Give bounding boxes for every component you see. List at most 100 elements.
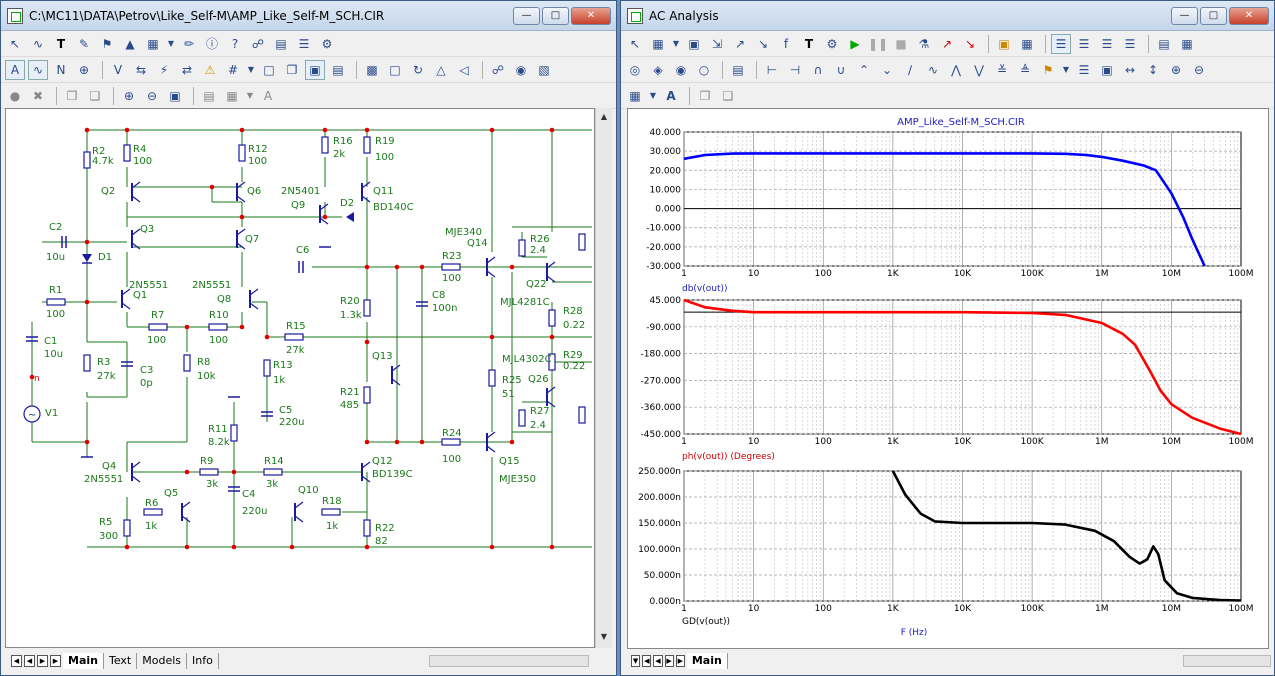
slope-icon[interactable]: ∕ [907, 62, 913, 77]
copy-page-icon[interactable]: ❐ [286, 62, 298, 77]
tag-icon[interactable]: ⚑ [1042, 62, 1054, 77]
high-icon[interactable]: ⌃ [858, 62, 870, 77]
analysis-titlebar[interactable]: AC Analysis — □ ✕ [621, 1, 1274, 31]
zoom-in-icon[interactable]: ⊕ [123, 88, 135, 103]
analysis-select-icon[interactable]: ↖ [629, 36, 641, 51]
binoculars-icon[interactable]: ◉ [515, 62, 527, 77]
peak-icon[interactable]: ◉ [675, 62, 687, 77]
component-icon[interactable]: ▦ [147, 36, 159, 51]
plot-group-4-icon[interactable]: ☰ [1124, 36, 1136, 51]
find-parts-icon[interactable]: ☍ [491, 62, 505, 77]
cursor-left-icon[interactable]: ⊢ [766, 62, 778, 77]
peak-find-icon[interactable]: ∩ [813, 62, 823, 77]
scale-y-icon[interactable]: ↘ [757, 36, 769, 51]
voltage-display-icon[interactable]: V [113, 62, 123, 77]
properties-icon[interactable]: ▤ [275, 36, 287, 51]
border-icon[interactable]: ▣ [305, 59, 325, 80]
analysis-maximize-button[interactable]: □ [1200, 6, 1227, 25]
pencil-icon[interactable]: ✏ [183, 36, 195, 51]
frame-icon[interactable]: ▣ [998, 36, 1010, 51]
step-icon[interactable]: ⚗ [918, 36, 930, 51]
scroll-up-icon[interactable]: ▲ [600, 112, 608, 121]
info-pin-icon[interactable]: ▲ [125, 36, 135, 51]
grid-analysis-icon[interactable]: ▦ [1021, 36, 1033, 51]
mirror-icon[interactable]: ◁ [459, 62, 469, 77]
run-icon[interactable]: ▶ [850, 36, 860, 51]
tab-info[interactable]: Info [187, 653, 219, 669]
global-high-icon[interactable]: ⋀ [951, 62, 961, 77]
analysis-first-page-icon[interactable]: ◀ [642, 655, 652, 667]
tag-dropdown-icon[interactable]: ▼ [1062, 65, 1070, 74]
grid-text-icon[interactable]: ∿ [28, 59, 48, 80]
next-page-icon[interactable]: ▶ [37, 655, 48, 667]
power-display-icon[interactable]: ⚡ [159, 62, 169, 77]
settings-icon[interactable]: ⚙ [321, 36, 333, 51]
find-icon[interactable]: ☍ [251, 36, 265, 51]
attribute-text-icon[interactable]: A [5, 59, 25, 80]
fit-x-icon[interactable]: ↔ [1124, 62, 1136, 77]
grid-icon[interactable]: # [227, 62, 239, 77]
rotate-icon[interactable]: ↻ [412, 62, 424, 77]
maximize-button[interactable]: □ [542, 6, 569, 25]
tab-text[interactable]: Text [104, 653, 138, 669]
analysis-horizontal-scrollbar[interactable] [1182, 655, 1271, 667]
analysis-settings-icon[interactable]: ⚙ [826, 36, 838, 51]
top-icon[interactable]: ≜ [1019, 62, 1031, 77]
snapshot-icon[interactable]: ▣ [1101, 62, 1113, 77]
valley-find-icon[interactable]: ∪ [836, 62, 846, 77]
dropdown-arrow-icon-2[interactable]: ▼ [247, 65, 255, 74]
info-icon[interactable]: ⓘ [205, 37, 218, 51]
schematic-vertical-scrollbar[interactable]: ▲ ▼ [595, 108, 612, 648]
tab-main[interactable]: Main [63, 653, 104, 669]
inflect-icon[interactable]: ∿ [927, 62, 939, 77]
wire-icon[interactable]: ∿ [32, 36, 44, 51]
bottom-icon[interactable]: ≚ [996, 62, 1008, 77]
analysis-component-icon[interactable]: ▦ [652, 36, 664, 51]
analysis-grid-small-icon[interactable]: ▦ [629, 88, 641, 103]
close-button[interactable]: ✕ [571, 6, 611, 25]
scale-icon[interactable]: ▣ [688, 36, 700, 51]
select-arrow-icon[interactable]: ↖ [9, 36, 21, 51]
pin-connections-icon[interactable]: ⊕ [78, 62, 90, 77]
help-icon[interactable]: ? [231, 36, 239, 51]
analysis-next-page-icon[interactable]: ▶ [664, 655, 674, 667]
prev-page-icon[interactable]: ◀ [24, 655, 35, 667]
analysis-dropdown-tab-icon[interactable]: ▼ [631, 655, 641, 667]
scale-x-icon[interactable]: ↗ [734, 36, 746, 51]
first-page-icon[interactable]: ◀ [11, 655, 22, 667]
flip-icon[interactable]: △ [436, 62, 446, 77]
plot-group-3-icon[interactable]: ☰ [1101, 36, 1113, 51]
table-icon[interactable]: ▤ [732, 62, 744, 77]
plot-group-1-icon[interactable]: ☰ [1051, 33, 1071, 54]
dropdown-arrow-icon[interactable]: ▼ [167, 39, 175, 48]
function-icon[interactable]: f [783, 36, 789, 51]
low-icon[interactable]: ⌄ [881, 62, 893, 77]
warning-icon[interactable]: ⚠ [204, 62, 216, 77]
fit-y-icon[interactable]: ↕ [1147, 62, 1159, 77]
scroll-down-icon[interactable]: ▼ [600, 632, 608, 641]
analysis-close-button[interactable]: ✕ [1229, 6, 1269, 25]
analysis-zoom-out-icon[interactable]: ⊖ [1193, 62, 1205, 77]
node-numbers-icon[interactable]: N [56, 62, 66, 77]
blank-icon[interactable]: □ [389, 62, 401, 77]
graph-icon[interactable]: ↗ [941, 36, 953, 51]
analysis-last-page-icon[interactable]: ▶ [675, 655, 685, 667]
plot-group-2-icon[interactable]: ☰ [1078, 36, 1090, 51]
clipboard-icon[interactable]: ▧ [538, 62, 550, 77]
schematic-horizontal-scrollbar[interactable] [428, 655, 589, 667]
minimize-button[interactable]: — [513, 6, 540, 25]
analysis-prev-page-icon[interactable]: ◀ [653, 655, 663, 667]
analysis-dropdown-icon-2[interactable]: ▼ [649, 91, 657, 100]
flag-tool-icon[interactable]: ⚑ [101, 36, 113, 51]
analysis-dropdown-icon[interactable]: ▼ [672, 39, 680, 48]
analysis-zoom-in-icon[interactable]: ⊕ [1170, 62, 1182, 77]
legend-icon[interactable]: ☰ [1078, 62, 1090, 77]
page-icon[interactable]: □ [263, 62, 275, 77]
schematic-titlebar[interactable]: C:\MC11\DATA\Petrov\Like_Self-M\AMP_Like… [1, 1, 616, 31]
cursor-right-icon[interactable]: ⊣ [789, 62, 801, 77]
analysis-font-icon[interactable]: A [666, 88, 676, 103]
cursor-icon[interactable]: ◎ [629, 62, 641, 77]
current-display-icon[interactable]: ⇆ [135, 62, 147, 77]
tab-models[interactable]: Models [137, 653, 187, 669]
